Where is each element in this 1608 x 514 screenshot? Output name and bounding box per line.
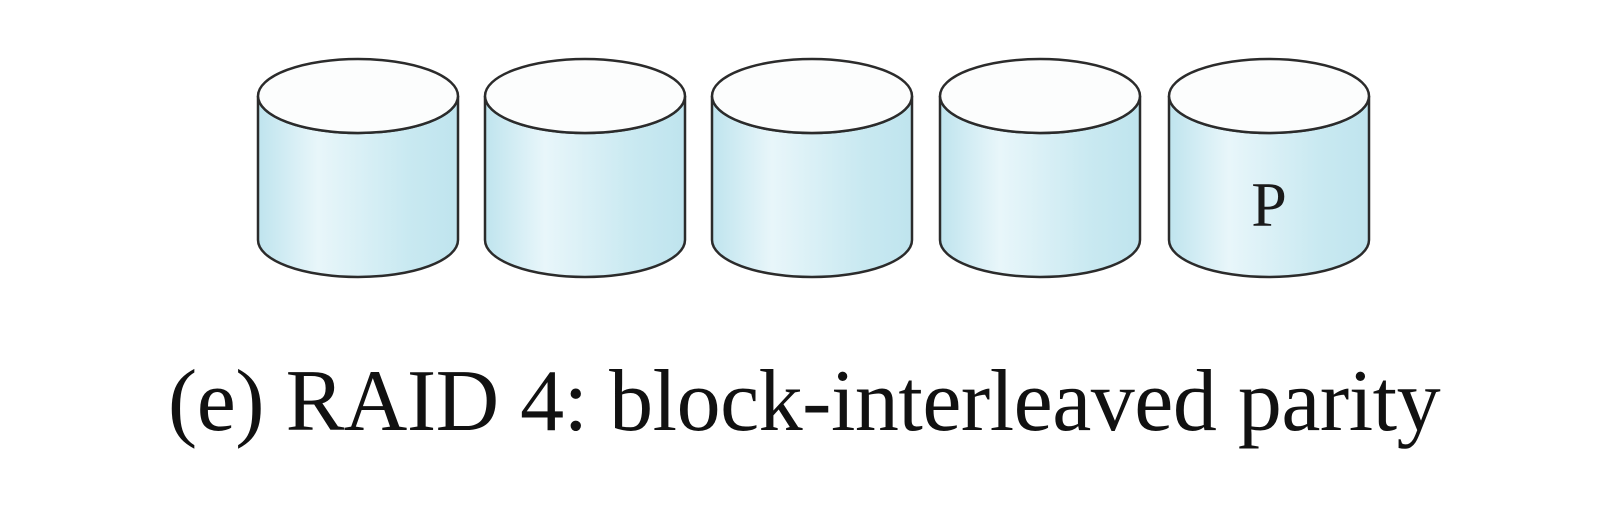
figure-caption: (e) RAID 4: block-interleaved parity: [0, 352, 1608, 452]
disk-2: [483, 57, 687, 279]
disk-4: [938, 57, 1142, 279]
disk-1: [256, 57, 460, 279]
disk-3: [710, 57, 914, 279]
disk-top: [483, 57, 687, 135]
disk-top: [256, 57, 460, 135]
disk-top: [938, 57, 1142, 135]
disk-top: [710, 57, 914, 135]
disk-array: P: [256, 57, 1371, 279]
parity-label: P: [1251, 169, 1287, 240]
caption-text: (e) RAID 4: block-interleaved parity: [167, 353, 1441, 450]
disk-top: [1167, 57, 1371, 135]
disk-5: P: [1167, 57, 1371, 279]
